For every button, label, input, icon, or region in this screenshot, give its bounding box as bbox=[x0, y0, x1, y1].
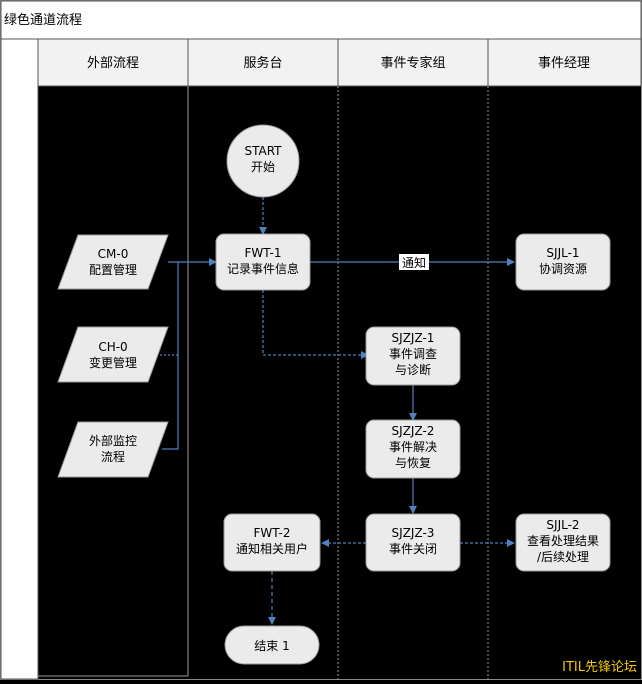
title-bar bbox=[0, 0, 642, 40]
sjjl1-label-1: SJJL-1 bbox=[546, 246, 579, 260]
node-external-monitoring bbox=[57, 421, 169, 478]
node-sjjl1 bbox=[515, 233, 611, 291]
sjjl2-label-3: /后续处理 bbox=[537, 550, 589, 564]
edge-label-bg bbox=[399, 254, 429, 270]
lane-label-manager: 事件经理 bbox=[538, 56, 590, 71]
watermark-text: ITIL先锋论坛 bbox=[562, 660, 637, 675]
sjzjz1-label-2: 事件调查 bbox=[389, 347, 437, 361]
sjzjz1-label-3: 与诊断 bbox=[395, 362, 431, 377]
lane-headers: 外部流程 服务台 事件专家组 事件经理 bbox=[37, 38, 642, 87]
sjzjz3-label-1: SJZJZ-3 bbox=[392, 526, 435, 540]
start-label-1: START bbox=[244, 144, 282, 158]
nodes bbox=[57, 124, 611, 665]
node-ch0 bbox=[57, 326, 169, 383]
node-sjzjz3 bbox=[365, 513, 461, 572]
edge-fwt1-sjzjz1 bbox=[262, 290, 369, 359]
end-label: 结束 1 bbox=[254, 639, 289, 653]
node-fwt1 bbox=[215, 233, 311, 291]
lane-header-expert-group bbox=[337, 38, 489, 87]
node-sjzjz2 bbox=[365, 419, 461, 479]
external-label-2: 流程 bbox=[101, 449, 125, 464]
fwt1-label-2: 记录事件信息 bbox=[227, 261, 299, 276]
edge-label-notify: 通知 bbox=[402, 256, 426, 270]
sjjl1-label-2: 协调资源 bbox=[539, 261, 587, 276]
node-cm0 bbox=[57, 234, 169, 290]
ch0-label-2: 变更管理 bbox=[89, 355, 137, 370]
connectors bbox=[160, 197, 515, 625]
lane-header-service-desk bbox=[187, 38, 339, 87]
cm0-label-1: CM-0 bbox=[98, 247, 129, 261]
node-sjjl2 bbox=[515, 513, 611, 572]
lane-label-external: 外部流程 bbox=[87, 56, 139, 71]
lane-separators bbox=[38, 86, 489, 680]
left-margin bbox=[0, 38, 39, 680]
sjjl2-label-2: 查看处理结果 bbox=[527, 534, 599, 548]
ch0-label-1: CH-0 bbox=[98, 340, 127, 354]
fwt2-label-2: 通知相关用户 bbox=[236, 541, 308, 556]
node-sjzjz1 bbox=[365, 326, 461, 386]
node-fwt2 bbox=[223, 513, 321, 572]
node-end bbox=[224, 625, 320, 665]
start-label-2: 开始 bbox=[251, 160, 275, 174]
lane-label-expert-group: 事件专家组 bbox=[380, 55, 445, 71]
sjzjz1-label-1: SJZJZ-1 bbox=[392, 331, 435, 345]
sjzjz2-label-2: 事件解决 bbox=[389, 440, 437, 454]
cm0-label-2: 配置管理 bbox=[89, 262, 137, 277]
sjjl2-label-1: SJJL-2 bbox=[546, 518, 579, 532]
fwt1-label-1: FWT-1 bbox=[245, 246, 282, 260]
sjzjz2-label-3: 与恢复 bbox=[395, 456, 431, 470]
lane-header-manager bbox=[487, 38, 642, 87]
fwt2-label-1: FWT-2 bbox=[254, 526, 291, 540]
diagram-title: 绿色通道流程 bbox=[4, 12, 82, 28]
sjzjz2-label-1: SJZJZ-2 bbox=[392, 424, 435, 438]
lane-header-external bbox=[37, 38, 189, 87]
lane-label-service-desk: 服务台 bbox=[243, 55, 282, 71]
sjzjz3-label-2: 事件关闭 bbox=[389, 542, 437, 556]
node-labels: START 开始 FWT-1 记录事件信息 SJJL-1 协调资源 CM-0 配… bbox=[89, 144, 599, 653]
external-label-1: 外部监控 bbox=[89, 433, 137, 448]
node-start bbox=[226, 124, 300, 198]
